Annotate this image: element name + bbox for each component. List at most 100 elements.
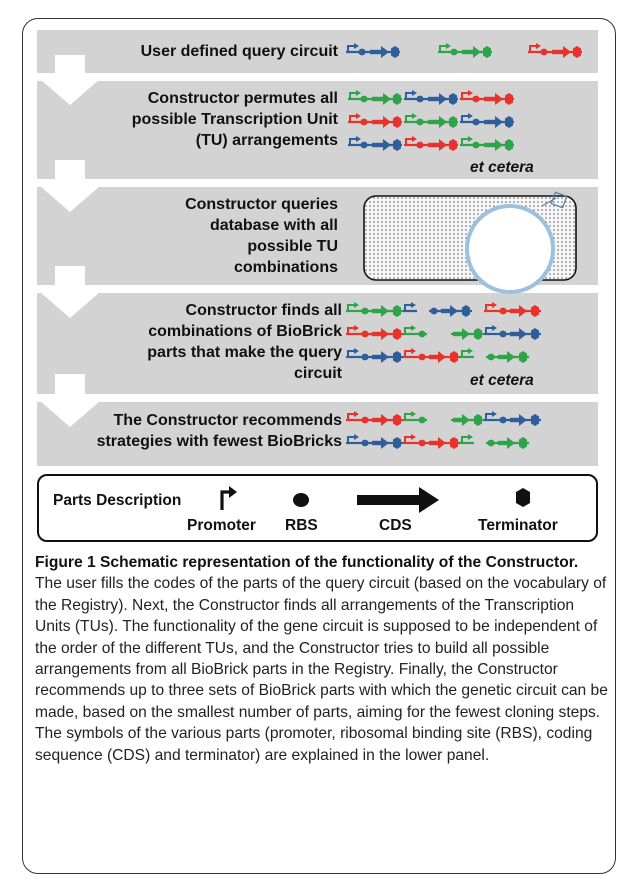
terminator-icon (449, 139, 457, 151)
promoter-icon (347, 436, 354, 443)
promoter-icon (354, 302, 359, 308)
promoter-icon (404, 304, 411, 311)
rbs-icon (472, 95, 480, 103)
terminator-icon (505, 116, 513, 128)
cds-icon (507, 437, 515, 449)
promoter-icon (354, 434, 359, 440)
terminator-icon (450, 437, 458, 449)
cds-icon (484, 119, 496, 125)
legend-title: Parts Description (53, 492, 182, 509)
cds-icon (383, 139, 391, 151)
rbs-icon (472, 118, 480, 126)
cds-icon (381, 437, 389, 449)
promoter-icon (220, 486, 237, 510)
figure-caption: Figure 1 Schematic representation of the… (35, 552, 609, 766)
promoter-icon (485, 413, 492, 420)
cds-icon (453, 331, 463, 337)
cds-icon (372, 354, 382, 360)
terminator-icon (483, 46, 491, 58)
cds-icon (381, 351, 389, 363)
rbs-icon (499, 416, 507, 424)
terminator-icon (519, 437, 527, 449)
terminator-icon (516, 488, 530, 507)
cds-icon (372, 440, 382, 446)
promoter-icon (468, 348, 473, 354)
cds-icon (441, 308, 451, 314)
stage-2-panel (37, 81, 598, 179)
cds-icon (450, 305, 458, 317)
cds-icon (381, 46, 389, 58)
promoter-icon (492, 411, 497, 417)
promoter-icon (356, 136, 361, 142)
promoter-icon (461, 138, 468, 145)
terminator-icon (393, 305, 401, 317)
cds-icon (372, 119, 384, 125)
cds-icon (519, 328, 527, 340)
terminator-icon (393, 414, 401, 426)
cds-icon (495, 116, 503, 128)
terminator-icon (393, 93, 401, 105)
rbs-icon (450, 48, 458, 56)
promoter-icon (412, 90, 417, 96)
promoter-icon (405, 92, 412, 99)
promoter-icon (468, 113, 473, 119)
cds-icon (429, 440, 439, 446)
promoter-icon (411, 302, 416, 308)
flow-arrow-icon (40, 160, 100, 212)
stage-1-panel (37, 30, 598, 73)
cds-icon (428, 96, 440, 102)
promoter-icon (439, 45, 446, 52)
rbs-icon (418, 439, 426, 447)
cds-icon (428, 119, 440, 125)
rbs-icon (360, 95, 368, 103)
cds-icon (473, 46, 481, 58)
cds-icon (519, 305, 527, 317)
terminator-icon (573, 46, 581, 58)
cds-icon (498, 354, 508, 360)
promoter-icon (468, 90, 473, 96)
step-3-text: Constructor queries database with all po… (185, 196, 338, 276)
rbs-icon (358, 48, 366, 56)
cds-icon (372, 96, 384, 102)
promoter-icon (347, 45, 354, 52)
terminator-icon (519, 351, 527, 363)
terminator-icon (505, 93, 513, 105)
promoter-icon (492, 302, 497, 308)
terminator-icon (393, 437, 401, 449)
rbs-icon (418, 330, 426, 338)
legend-label-rbs: RBS (285, 517, 318, 534)
promoter-icon (461, 115, 468, 122)
cds-icon (438, 351, 446, 363)
cds-icon (510, 417, 520, 423)
promoter-icon (529, 45, 536, 52)
cds-icon (552, 49, 564, 55)
rbs-icon (361, 416, 369, 424)
cds-icon (462, 49, 474, 55)
promoter-icon (461, 436, 468, 443)
terminator-icon (393, 116, 401, 128)
cds-icon (495, 139, 503, 151)
cds-icon (429, 354, 439, 360)
cds-icon (357, 487, 439, 513)
parts-legend: Parts Description Promoter RBS CDS Termi… (37, 474, 598, 542)
cds-icon (484, 96, 496, 102)
rbs-icon (416, 141, 424, 149)
flow-arrow-icon (40, 55, 100, 105)
promoter-icon (411, 348, 416, 354)
promoter-icon (411, 411, 416, 417)
promoter-icon (461, 92, 468, 99)
terminator-icon (450, 351, 458, 363)
promoter-icon (485, 304, 492, 311)
cds-icon (370, 49, 382, 55)
caption-bold: Schematic representation of the function… (100, 554, 579, 571)
terminator-icon (449, 116, 457, 128)
cds-icon (383, 116, 391, 128)
cds-icon (519, 414, 527, 426)
cds-icon (510, 331, 520, 337)
rbs-icon (361, 307, 369, 315)
promoter-icon (354, 411, 359, 417)
rbs-icon (499, 307, 507, 315)
promoter-icon (404, 327, 411, 334)
promoter-icon (347, 304, 354, 311)
terminator-icon (531, 305, 539, 317)
